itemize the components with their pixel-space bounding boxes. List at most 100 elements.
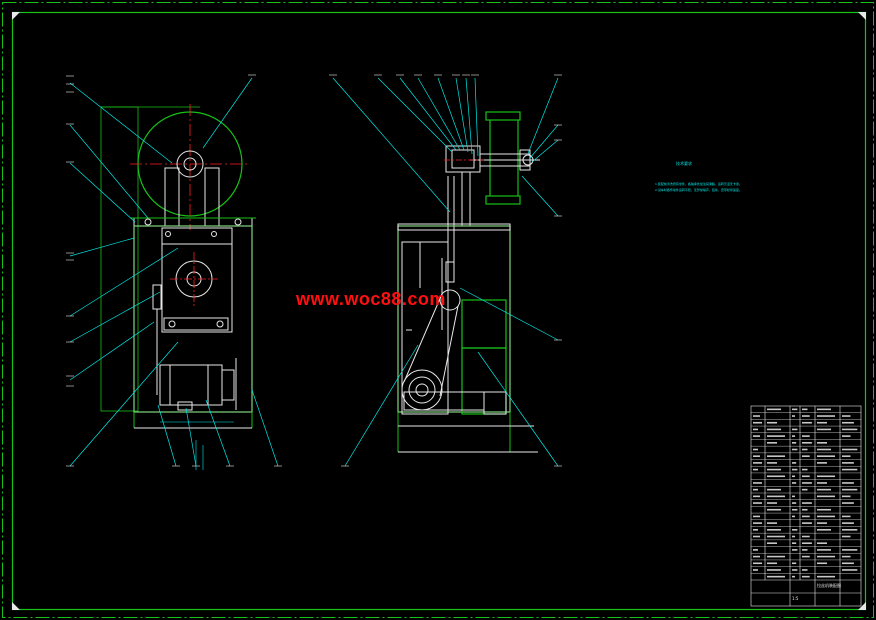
- parts-list-cell-mark: [792, 549, 798, 551]
- parts-list-cell-mark: [802, 522, 812, 524]
- parts-list-cell-mark: [802, 535, 810, 538]
- parts-list-cell-mark: [792, 482, 797, 484]
- parts-list-cell-mark: [767, 428, 781, 431]
- parts-list-cell-mark: [767, 442, 777, 444]
- parts-list-cell-mark: [802, 442, 812, 444]
- parts-list-cell-mark: [802, 515, 810, 518]
- parts-list-cell-mark: [767, 455, 785, 457]
- parts-list-cell-mark: [792, 515, 795, 518]
- parts-list-cell-mark: [767, 529, 781, 531]
- parts-list-cell-mark: [792, 475, 795, 478]
- notes-title: 技术要求: [676, 161, 692, 166]
- parts-list-cell-mark: [842, 529, 858, 531]
- parts-list-cell-mark: [792, 542, 797, 544]
- parts-list-cell-mark: [792, 562, 797, 565]
- parts-list-cell-mark: [802, 482, 812, 484]
- parts-list-cell-mark: [817, 549, 831, 551]
- parts-list-cell-mark: [842, 549, 858, 551]
- parts-list-cell-mark: [753, 562, 762, 565]
- parts-list-cell-mark: [842, 522, 854, 524]
- parts-list-cell-mark: [842, 569, 858, 571]
- notes-line-2: 2.试车时各传动件运转平稳，无异常噪声，链条、皮带松紧适度。: [655, 188, 742, 192]
- front-view-balloons: [66, 74, 282, 467]
- parts-list-cell-mark: [753, 455, 760, 457]
- parts-list-cell-mark: [753, 468, 758, 471]
- parts-list-cell-mark: [802, 455, 810, 457]
- parts-list-cell-mark: [802, 468, 808, 471]
- parts-list-cell-mark: [802, 555, 810, 558]
- parts-list-cell-mark: [767, 542, 777, 544]
- side-view: [397, 111, 540, 453]
- parts-list-cell-mark: [802, 415, 810, 417]
- parts-list-cell-mark: [792, 569, 798, 571]
- parts-list-cell-mark: [753, 435, 760, 437]
- parts-list-cell-mark: [817, 448, 831, 451]
- parts-list-cell-mark: [802, 448, 808, 451]
- parts-list-cell-mark: [842, 515, 851, 518]
- parts-list-cell-mark: [767, 508, 781, 511]
- parts-list-cell-mark: [817, 442, 827, 444]
- parts-list-cell-mark: [817, 462, 827, 464]
- parts-list-cell-mark: [753, 415, 760, 417]
- parts-list-cell-mark: [817, 408, 831, 411]
- parts-list-cell-mark: [753, 421, 762, 424]
- parts-list-cell-mark: [842, 462, 854, 464]
- parts-list-cell-mark: [817, 529, 831, 531]
- parts-list-cell-mark: [802, 569, 808, 571]
- parts-list-cell-mark: [802, 502, 812, 504]
- parts-list-cell-mark: [753, 488, 758, 491]
- parts-list-cell-mark: [802, 508, 808, 511]
- parts-list-cell-mark: [792, 495, 795, 498]
- parts-list-cell-mark: [792, 448, 798, 451]
- parts-list-cell-mark: [767, 421, 777, 424]
- parts-list-cell-mark: [767, 408, 781, 411]
- parts-list-cell-mark: [767, 535, 785, 538]
- parts-list-cell-mark: [842, 468, 858, 471]
- parts-list-cell-mark: [753, 495, 760, 498]
- side-view-leaders: [332, 77, 559, 467]
- parts-list-cell-mark: [802, 408, 808, 411]
- parts-list-cell-mark: [767, 488, 781, 491]
- spool: [485, 111, 521, 205]
- parts-list-cell-mark: [767, 495, 785, 498]
- parts-list-cell-mark: [792, 502, 797, 504]
- parts-list-cell-mark: [817, 522, 827, 524]
- parts-list-cell-mark: [753, 569, 758, 571]
- parts-list-cell-mark: [753, 502, 762, 504]
- parts-list-cell-mark: [817, 515, 835, 518]
- title-block-scale: 1:5: [792, 596, 799, 601]
- parts-list-cell-mark: [792, 508, 798, 511]
- parts-list-rows: [751, 412, 861, 574]
- parts-list-cell-mark: [767, 502, 777, 504]
- parts-list-cell-mark: [767, 468, 781, 471]
- parts-list-cell-mark: [792, 428, 798, 431]
- parts-list-cell-mark: [842, 562, 854, 565]
- parts-list-cell-mark: [817, 488, 831, 491]
- watermark-text: www.woc88.com: [296, 289, 446, 309]
- parts-list-cell-mark: [842, 495, 851, 498]
- parts-list-cell-mark: [767, 475, 785, 478]
- parts-list-cell-mark: [817, 542, 827, 544]
- notes-line-1: 1.装配前清洗所有零件，各轴承处加注润滑脂，运转灵活无卡滞。: [655, 182, 742, 186]
- parts-list-cell-mark: [817, 415, 835, 417]
- parts-list-cell-mark: [842, 555, 851, 558]
- parts-list-cell-mark: [753, 462, 762, 464]
- parts-list-cell-mark: [817, 562, 827, 565]
- parts-list-cell-mark: [817, 575, 835, 578]
- parts-list-cell-mark: [817, 508, 831, 511]
- parts-list-cell-mark: [753, 555, 760, 558]
- parts-list-cell-mark: [767, 522, 777, 524]
- parts-list-cell-mark: [842, 535, 851, 538]
- parts-list-cell-mark: [792, 442, 797, 444]
- parts-list-cell-mark: [842, 435, 851, 437]
- parts-list-cell-mark: [817, 482, 827, 484]
- parts-list-cell-mark: [767, 569, 781, 571]
- parts-list-cell-mark: [792, 462, 797, 464]
- parts-list-cell-mark: [817, 555, 835, 558]
- parts-list-cell-mark: [792, 435, 795, 437]
- parts-list-cell-mark: [767, 562, 777, 565]
- parts-list-cell-mark: [817, 421, 827, 424]
- parts-list-cell-mark: [753, 549, 758, 551]
- parts-list-cell-mark: [842, 448, 858, 451]
